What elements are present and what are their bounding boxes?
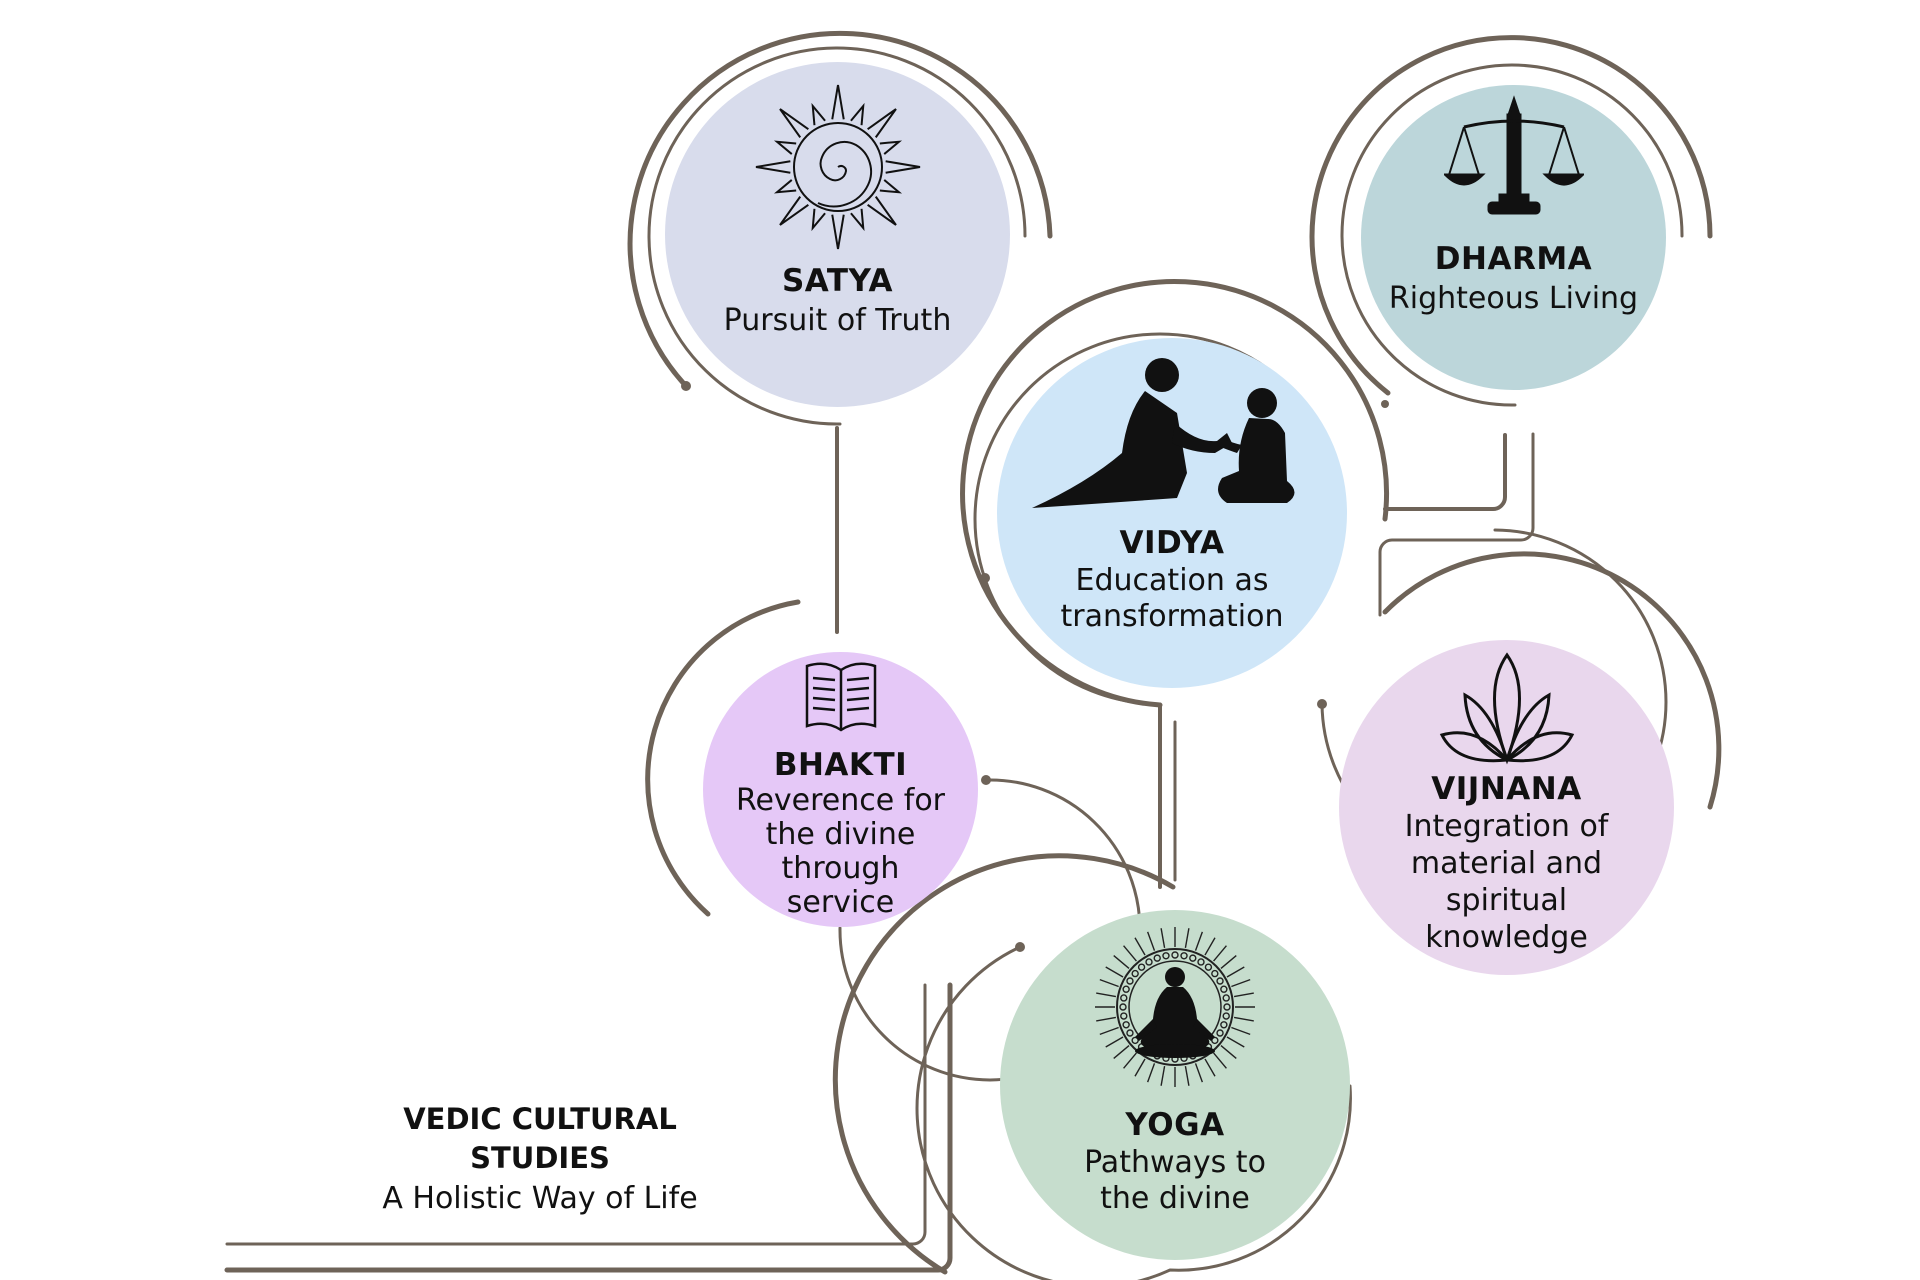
- yoga-subtitle-1: Pathways to: [1084, 1145, 1266, 1180]
- vijnana-subtitle-4: knowledge: [1425, 920, 1588, 955]
- sun-spiral-icon: [755, 84, 920, 250]
- title-line-1: VEDIC CULTURAL: [403, 1102, 677, 1136]
- vijnana-subtitle-2: material and: [1410, 846, 1603, 881]
- scales-icon: [1443, 95, 1584, 215]
- dharma-title: DHARMA: [1434, 241, 1593, 277]
- node-vidya: VIDYA Education as transformation: [997, 338, 1347, 688]
- satya-subtitle: Pursuit of Truth: [723, 303, 952, 338]
- vidya-title: VIDYA: [1119, 525, 1225, 561]
- meditation-mandala-icon: [1095, 927, 1255, 1087]
- title-subtitle: A Holistic Way of Life: [382, 1181, 698, 1216]
- bhakti-subtitle-4: service: [786, 885, 895, 920]
- book-icon: [805, 662, 876, 732]
- lotus-icon: [1439, 652, 1574, 765]
- vijnana-subtitle-1: Integration of: [1404, 809, 1609, 844]
- teacher-student-icon: [1032, 358, 1295, 508]
- title-line-2: STUDIES: [470, 1141, 610, 1175]
- bhakti-subtitle-1: Reverence for: [735, 783, 946, 818]
- node-bhakti: BHAKTI Reverence for the divine through …: [703, 652, 978, 927]
- bhakti-subtitle-2: the divine: [765, 817, 916, 852]
- node-vijnana: VIJNANA Integration of material and spir…: [1339, 640, 1674, 975]
- vidya-subtitle-2: transformation: [1060, 599, 1284, 634]
- bhakti-title: BHAKTI: [773, 747, 908, 783]
- bhakti-subtitle-3: through: [781, 851, 900, 886]
- dharma-subtitle: Righteous Living: [1388, 281, 1639, 316]
- yoga-title: YOGA: [1125, 1107, 1225, 1143]
- yoga-subtitle-2: the divine: [1100, 1181, 1250, 1216]
- satya-title: SATYA: [781, 263, 894, 299]
- diagram-title-block: VEDIC CULTURAL STUDIES A Holistic Way of…: [340, 1100, 740, 1220]
- vidya-subtitle-1: Education as: [1075, 563, 1269, 598]
- node-dharma: DHARMA Righteous Living: [1361, 85, 1666, 390]
- node-satya: SATYA Pursuit of Truth: [665, 62, 1010, 407]
- vijnana-subtitle-3: spiritual: [1445, 883, 1568, 918]
- node-yoga: YOGA Pathways to the divine: [1000, 910, 1350, 1260]
- vijnana-title: VIJNANA: [1431, 771, 1582, 807]
